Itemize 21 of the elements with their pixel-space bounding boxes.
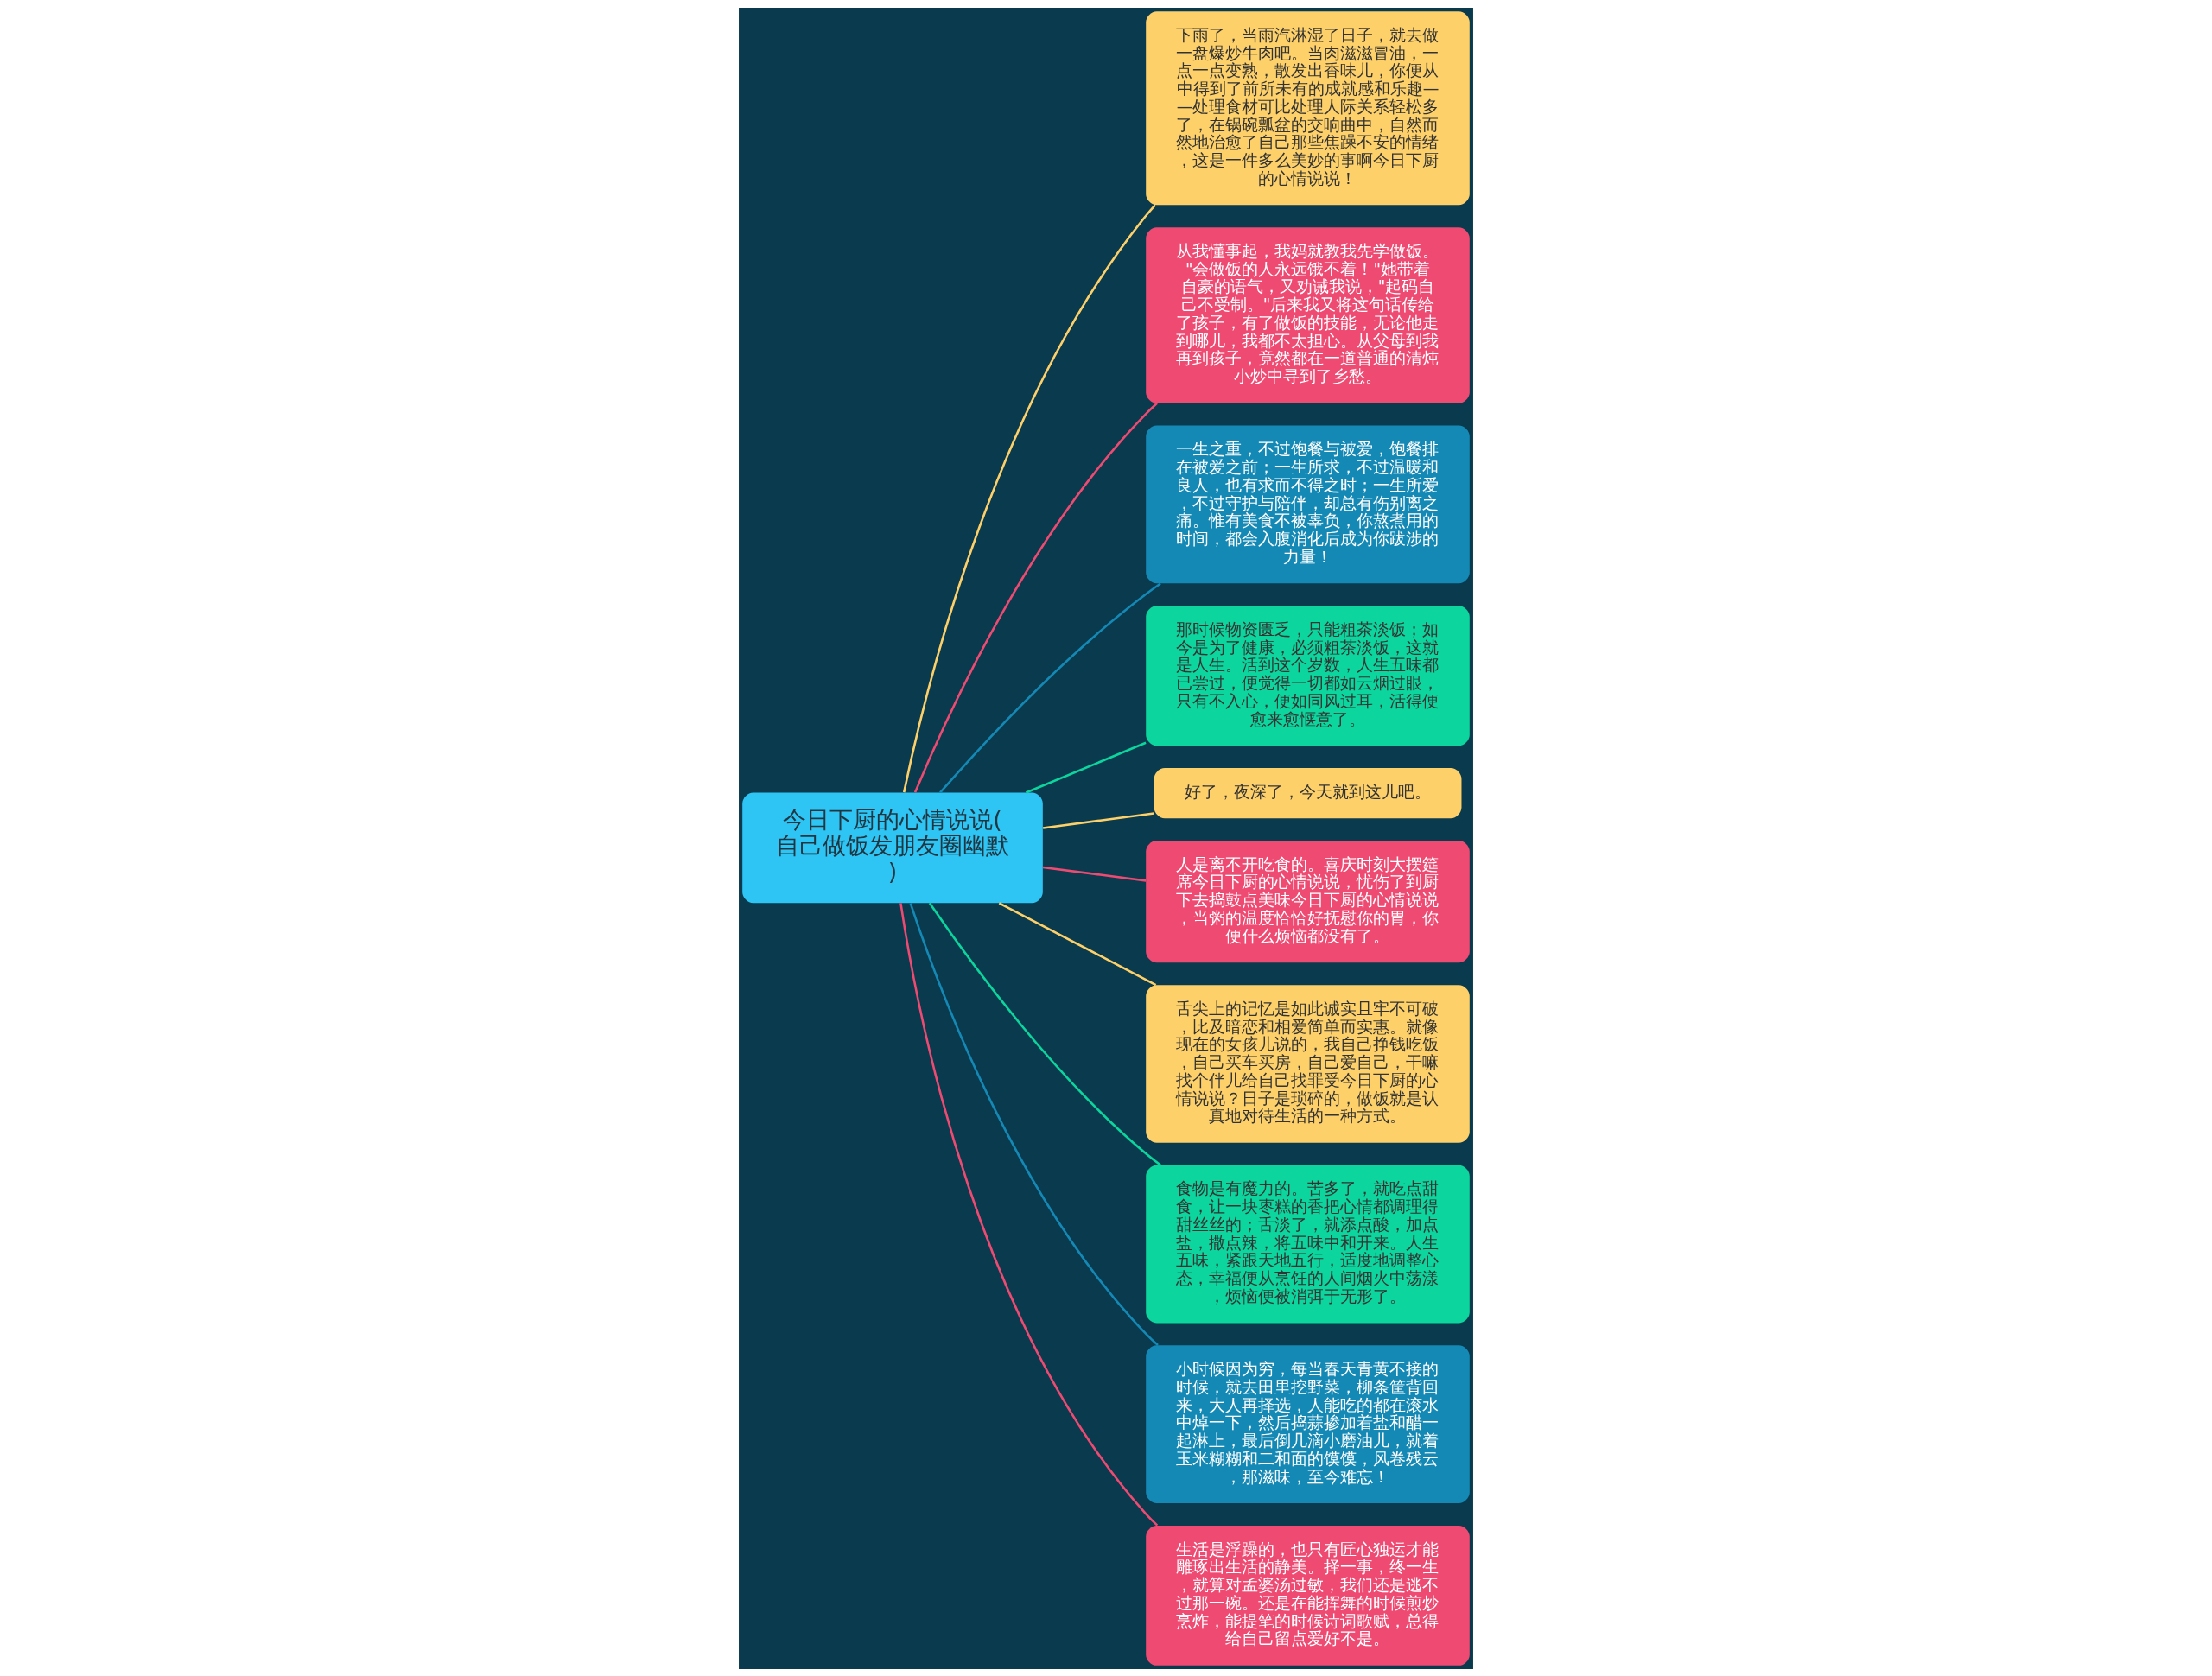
node-box: 从我懂事起，我妈就教我先学做饭。"会做饭的人永远饿不着！"她带着自豪的语气，又劝诫我说，"起码自己不受制。"后来我又将这句话传给了孩子，有了做饭的技能，无论他走到哪儿，我都不太担心。从父母到我再到孩子，竟然都在一道普通的清炖小炒中寻到了乡愁。 [1146, 226, 1470, 403]
connector [939, 581, 1161, 793]
node-box: 舌尖上的记忆是如此诚实且牢不可破，比及暗恋和相爱简单而实惠。就像现在的女孩儿说的，我自己挣钱吃饭，自己买车买房，自己爱自己，干嘛找个伴儿给自己找罪受今日下厨的心情说说？日子是琐碎的，做饭就是认真地对待生活的一种方式。 [1146, 984, 1470, 1143]
connector [899, 902, 1159, 1527]
connector [928, 902, 1161, 1166]
node-box: 小时候因为穷，每当春天青黄不接的时候，就去田里挖野菜，柳条筐背回来，大人再择选，人能吃的都在滚水中焯一下，然后捣蒜掺加着盐和醋一起淋上，最后倒几滴小磨油儿，就着玉米糊糊和二和面的馍馍，风卷残云，那滋味，至今难忘！ [1146, 1344, 1470, 1503]
connector [913, 402, 1158, 793]
connector [1042, 866, 1147, 882]
node-box: 下雨了，当雨汽淋湿了日子，就去做一盘爆炒牛肉吧。当肉滋滋冒油，一点一点变熟，散发出香味儿，你便从中得到了前所未有的成就感和乐趣——处理食材可比处理人际关系轻松多了，在锅碗瓢盆的交响曲中，自然而然地治愈了自己那些焦躁不安的情绪，这是一件多么美妙的事啊今日下厨的心情说说！ [1146, 10, 1470, 205]
connector [902, 203, 1156, 792]
node-box: 人是离不开吃食的。喜庆时刻大摆筵席今日下厨的心情说说，忧伤了到厨下去捣鼓点美味今日下厨的心情说说，当粥的温度恰恰好抚慰你的胃，你便什么烦恼都没有了。 [1146, 840, 1470, 962]
node-box: 今日下厨的心情说说(自己做饭发朋友圈幽默) [742, 792, 1043, 903]
node-box: 好了，夜深了，今天就到这儿吧。 [1154, 767, 1462, 818]
connector [1042, 811, 1154, 829]
connector [998, 901, 1157, 986]
node-box: 食物是有魔力的。苦多了，就吃点甜食，让一块枣糕的香把心情都调理得甜丝丝的；舌淡了，就添点酸，加点盐，撒点辣，将五味中和开来。人生五味，紧跟天地五行，适度地调整心态，幸福便从烹饪的人间烟火中荡漾，烦恼便被消弭于无形了。 [1146, 1165, 1470, 1323]
connector [1025, 741, 1147, 794]
node-box: 一生之重，不过饱餐与被爱，饱餐排在被爱之前；一生所求，不过温暖和良人，也有求而不得之时；一生所爱，不过守护与陪伴，却总有伤别离之痛。惟有美食不被辜负，你熬煮用的时间，都会入腹消化后成为你跋涉的力量！ [1146, 425, 1470, 583]
node-box: 那时候物资匮乏，只能粗茶淡饭；如今是为了健康，必须粗茶淡饭，这就是人生。活到这个岁数，人生五味都已尝过，便觉得一切都如云烟过眼，只有不入心，便如同风过耳，活得便愈来愈惬意了。 [1146, 605, 1470, 746]
node-box: 生活是浮躁的，也只有匠心独运才能雕琢出生活的静美。择一事，终一生，就算对孟婆汤过敏，我们还是逃不过那一碗。还是在能挥舞的时候煎炒烹炸，能提笔的时候诗词歌赋，总得给自己留点爱好不是。 [1146, 1525, 1470, 1666]
connector [909, 902, 1159, 1346]
